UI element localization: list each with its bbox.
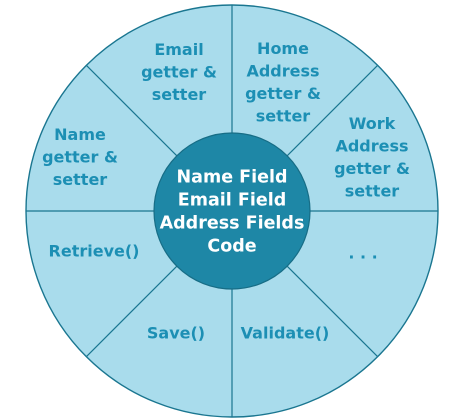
segment-label-retrieve-method: Retrieve(): [49, 242, 140, 261]
spoke-line: [85, 64, 178, 157]
segment-label-line: Work: [349, 114, 396, 133]
segment-label-line: Retrieve(): [49, 242, 140, 261]
segment-label-line: getter &: [141, 63, 217, 82]
hub-text-line: Name Field: [177, 168, 288, 188]
hub-text-line: Address Fields: [160, 214, 305, 234]
hub-text-line: Code: [207, 237, 256, 257]
spoke-lines: [26, 5, 438, 417]
spoke-line: [286, 265, 379, 358]
segment-label-line: Email: [154, 40, 203, 59]
segment-label-more-methods: . . .: [348, 244, 377, 263]
segment-label-line: Address: [335, 136, 408, 155]
segment-label-line: setter: [256, 106, 311, 125]
segment-label-line: getter &: [334, 159, 410, 178]
segment-label-line: Address: [246, 61, 319, 80]
segment-label-line: . . .: [348, 244, 377, 263]
segment-label-line: Validate(): [241, 324, 330, 343]
segment-label-save-method: Save(): [147, 324, 205, 343]
segment-label-line: setter: [53, 170, 108, 189]
segment-label-validate-method: Validate(): [241, 324, 330, 343]
hub-circle: [153, 132, 311, 290]
segment-label-line: Save(): [147, 324, 205, 343]
spoke-line: [85, 265, 178, 358]
segment-label-line: getter &: [42, 148, 118, 167]
segment-label-line: Home: [257, 39, 309, 58]
segment-label-line: Name: [54, 125, 106, 144]
spoke-line: [286, 64, 379, 157]
segment-label-email-accessors: Email getter & setter: [141, 40, 217, 104]
segment-label-line: setter: [152, 85, 207, 104]
segment-label-line: setter: [345, 181, 400, 200]
segment-label-line: getter &: [245, 84, 321, 103]
hub-text-line: Email Field: [178, 191, 286, 211]
segment-label-name-accessors: Name getter & setter: [42, 125, 118, 189]
